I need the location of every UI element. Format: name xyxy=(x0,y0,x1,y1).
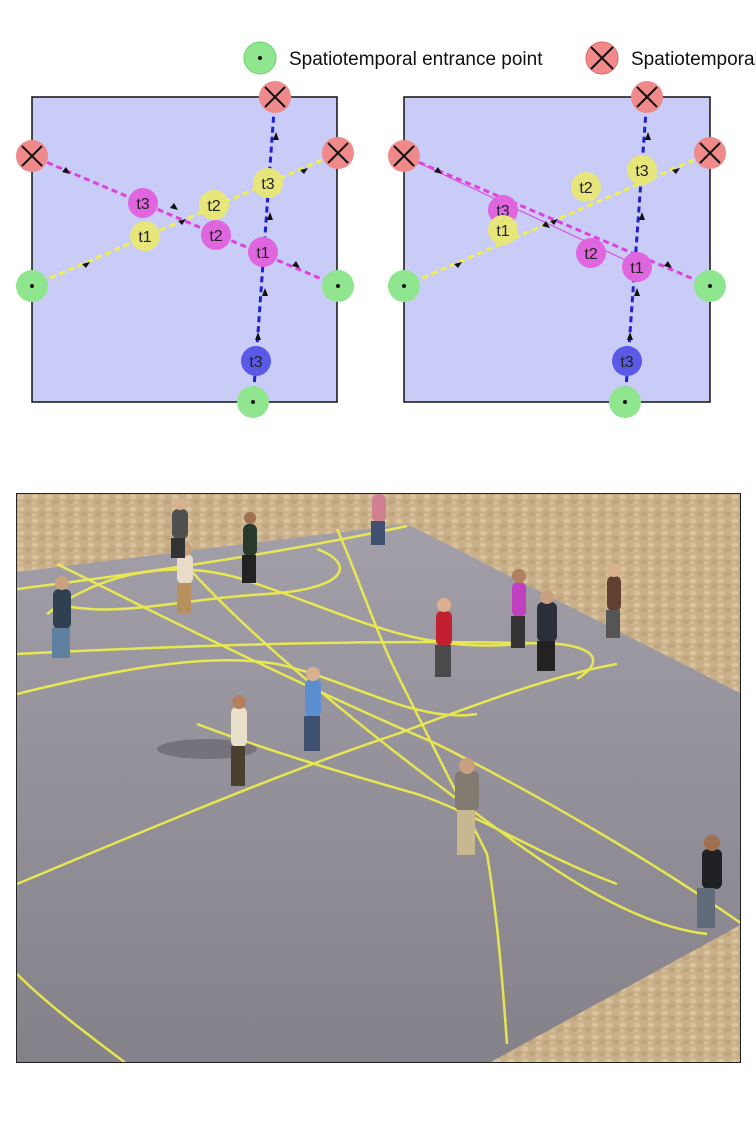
agent-node-label: t2 xyxy=(579,180,592,197)
exit-point xyxy=(16,140,48,172)
entrance-point-dot xyxy=(258,56,262,60)
entrance-point xyxy=(694,270,726,302)
panel-1: t3 t1 t2 t2 t3 t1 t3 xyxy=(16,81,354,418)
agent-node-yellow: t2 xyxy=(199,190,229,220)
exit-point xyxy=(694,137,726,169)
entrance-legend-label: Spatiotemporal entrance point xyxy=(289,49,543,70)
entrance-point xyxy=(322,270,354,302)
agent-node-label: t3 xyxy=(620,354,633,371)
panel-2: t2 t3 t3 t1 t2 t1 t3 xyxy=(388,81,726,418)
agent-node-label: t3 xyxy=(136,196,149,213)
simulation-scene-image xyxy=(17,494,740,1062)
entrance-point xyxy=(16,270,48,302)
exit-cross xyxy=(590,46,614,70)
agent-node-blue: t3 xyxy=(612,346,642,376)
panel-2-area xyxy=(403,96,711,403)
agent-node-label: t1 xyxy=(630,260,643,277)
crowd-simulation-render xyxy=(16,493,741,1063)
agent-node-label: t1 xyxy=(138,229,151,246)
agent-node-magenta: t2 xyxy=(201,220,231,250)
exit-point xyxy=(259,81,291,113)
entrance-point xyxy=(609,386,641,418)
agent-node-label: t3 xyxy=(249,354,262,371)
agent-node-yellow: t1 xyxy=(130,221,160,251)
agent-node-magenta: t1 xyxy=(622,252,652,282)
agent-node-blue: t3 xyxy=(241,346,271,376)
agent-node-magenta: t1 xyxy=(248,237,278,267)
schematic-diagrams: t3 t1 t2 t2 t3 t1 t3 t2 t3 t3 t1 t2 t1 t… xyxy=(16,81,726,418)
panel-1-magenta-path xyxy=(31,154,339,288)
agent-node-magenta: t3 xyxy=(128,188,158,218)
agent-node-label: t3 xyxy=(635,163,648,180)
agent-node-magenta: t2 xyxy=(576,238,606,268)
entrance-point xyxy=(388,270,420,302)
panel-2-magenta-path xyxy=(403,154,711,288)
panel-1-area xyxy=(31,96,338,403)
agent-node-yellow: t2 xyxy=(571,172,601,202)
agent-node-yellow: t3 xyxy=(627,155,657,185)
exit-point xyxy=(322,137,354,169)
legend: Spatiotemporal entrance point Spatiotemp… xyxy=(243,41,756,75)
agent-node-label: t2 xyxy=(207,198,220,215)
agent-node-label: t3 xyxy=(261,176,274,193)
exit-legend-item: Spatiotemporal exit point xyxy=(585,41,756,75)
entrance-point xyxy=(237,386,269,418)
agent-node-label: t1 xyxy=(256,245,269,262)
agent-node-label: t1 xyxy=(496,223,509,240)
agent-node-yellow: t3 xyxy=(253,168,283,198)
exit-point xyxy=(388,140,420,172)
walking-plane xyxy=(17,524,740,1062)
agent-node-label: t2 xyxy=(584,246,597,263)
entrance-legend-item: Spatiotemporal entrance point xyxy=(243,41,543,75)
agent-node-yellow: t1 xyxy=(488,215,518,245)
agent-node-label: t2 xyxy=(209,228,222,245)
trajectory-lines xyxy=(17,524,740,1062)
pedestrian-figures xyxy=(52,494,722,928)
exit-legend-label: Spatiotemporal exit point xyxy=(631,49,756,70)
exit-point xyxy=(631,81,663,113)
